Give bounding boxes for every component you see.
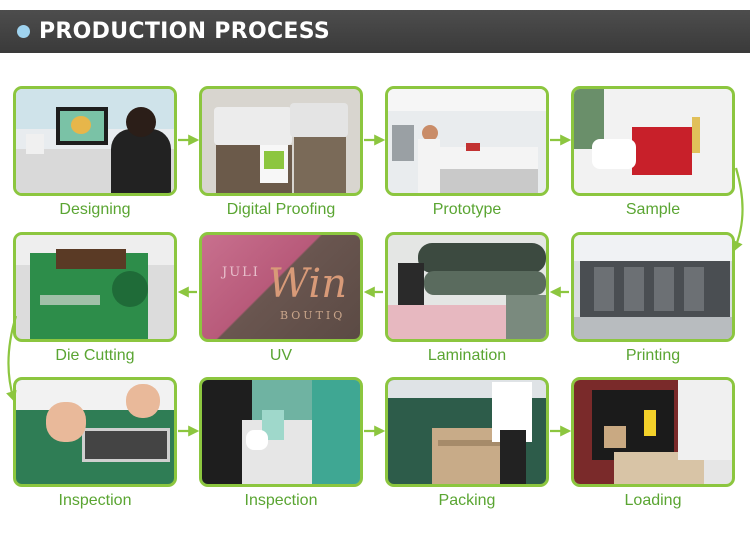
step-label: Printing bbox=[625, 347, 681, 364]
step-label: Die Cutting bbox=[55, 347, 135, 364]
step-prototype: Prototype bbox=[385, 86, 549, 219]
lamination-photo bbox=[385, 232, 549, 342]
printing-photo bbox=[571, 232, 735, 342]
step-digital-proofing: Digital Proofing bbox=[199, 86, 363, 219]
step-inspection-1: Inspection bbox=[13, 377, 177, 510]
step-label: Inspection bbox=[244, 492, 318, 509]
uv-text-script: Win bbox=[268, 261, 347, 307]
header-bar: PRODUCTION PROCESS bbox=[0, 10, 750, 53]
curve-arrow-icon bbox=[6, 315, 18, 403]
digital-proofing-photo bbox=[199, 86, 363, 196]
step-loading: Loading bbox=[571, 377, 735, 510]
uv-photo: JULI Win BOUTIQ bbox=[199, 232, 363, 342]
step-sample: Sample bbox=[571, 86, 735, 219]
step-lamination: Lamination bbox=[385, 232, 549, 365]
step-label: Digital Proofing bbox=[226, 201, 336, 218]
step-packing: Packing bbox=[385, 377, 549, 510]
step-printing: Printing bbox=[571, 232, 735, 365]
step-die-cutting: Die Cutting bbox=[13, 232, 177, 365]
step-label: Lamination bbox=[427, 347, 507, 364]
die-cutting-photo bbox=[13, 232, 177, 342]
prototype-photo bbox=[385, 86, 549, 196]
inspection-photo bbox=[199, 377, 363, 487]
sample-photo bbox=[571, 86, 735, 196]
loading-photo bbox=[571, 377, 735, 487]
step-label: UV bbox=[269, 347, 293, 364]
step-uv: JULI Win BOUTIQ UV bbox=[199, 232, 363, 365]
uv-text-line1: JULI bbox=[222, 265, 260, 280]
step-label: Packing bbox=[438, 492, 496, 509]
page-title: PRODUCTION PROCESS bbox=[39, 19, 331, 44]
bullet-dot-icon bbox=[17, 25, 30, 38]
step-label: Inspection bbox=[58, 492, 132, 509]
step-label: Prototype bbox=[432, 201, 502, 218]
step-inspection-2: Inspection bbox=[199, 377, 363, 510]
inspection-photo bbox=[13, 377, 177, 487]
uv-text-line2: BOUTIQ bbox=[280, 309, 346, 322]
step-designing: Designing bbox=[13, 86, 177, 219]
step-label: Designing bbox=[59, 201, 131, 218]
curve-arrow-icon bbox=[732, 167, 744, 253]
step-label: Loading bbox=[624, 492, 682, 509]
packing-photo bbox=[385, 377, 549, 487]
step-label: Sample bbox=[625, 201, 681, 218]
designing-photo bbox=[13, 86, 177, 196]
